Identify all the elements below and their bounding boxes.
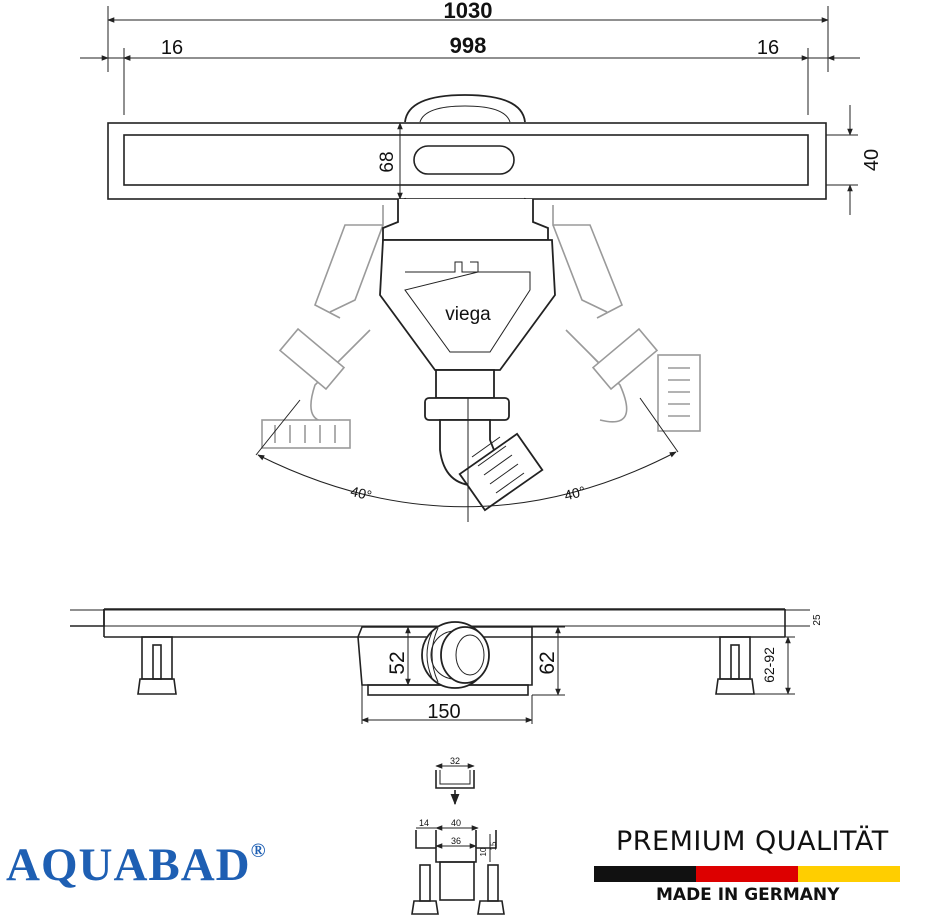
premium-quality-label: PREMIUM QUALITÄT bbox=[616, 826, 889, 857]
dim-channel-length: 998 bbox=[450, 33, 487, 58]
drain-ghost-right bbox=[552, 205, 701, 432]
foot-left bbox=[137, 636, 177, 695]
dim-body-length: 150 bbox=[427, 701, 460, 723]
channel-top-view bbox=[107, 122, 827, 200]
angle-arc bbox=[255, 397, 679, 522]
dim-outlet-height: 52 bbox=[386, 651, 409, 674]
dim-flange-left: 14 bbox=[419, 818, 429, 828]
frame-width-dim bbox=[826, 105, 858, 215]
adjust-height-dim bbox=[754, 636, 795, 695]
dim-left-margin: 16 bbox=[161, 37, 183, 59]
grate-section bbox=[435, 763, 475, 806]
dim-side-depth: 25 bbox=[812, 614, 823, 626]
dim-body-height: 62 bbox=[536, 651, 559, 674]
dim-overall-length: 1030 bbox=[444, 0, 493, 23]
made-in-germany-label: MADE IN GERMANY bbox=[656, 885, 840, 905]
top-dimension-lines bbox=[80, 6, 860, 115]
drain-ghost-left bbox=[261, 205, 384, 449]
body-height-dim bbox=[532, 626, 565, 696]
dim-angle-right: 40° bbox=[563, 483, 587, 504]
logo-text: AQUABAD bbox=[6, 839, 251, 891]
registered-mark: ® bbox=[250, 840, 267, 863]
dim-grate-width: 68 bbox=[377, 151, 398, 172]
body-length-dim bbox=[361, 685, 533, 724]
viega-label: viega bbox=[445, 304, 491, 325]
dim-grate-top: 32 bbox=[450, 756, 460, 766]
dim-right-margin: 16 bbox=[757, 37, 779, 59]
dim-lip-height: 15 bbox=[489, 841, 498, 850]
dim-frame-width: 40 bbox=[861, 149, 883, 171]
dim-inner-width: 36 bbox=[451, 836, 461, 846]
german-flag-bar bbox=[594, 866, 900, 882]
dim-profile-width: 40 bbox=[451, 818, 461, 828]
flag-stripe-gold bbox=[798, 866, 900, 882]
flag-stripe-black bbox=[594, 866, 696, 882]
dim-angle-left: 40° bbox=[349, 483, 373, 504]
dim-adjust-height: 62-92 bbox=[761, 647, 777, 683]
aquabad-logo: AQUABAD® bbox=[6, 838, 267, 892]
flag-stripe-red bbox=[696, 866, 798, 882]
dim-lip-small: 10 bbox=[479, 847, 488, 856]
channel-section bbox=[411, 825, 505, 915]
drain-box-side bbox=[357, 621, 533, 696]
foot-right bbox=[715, 636, 755, 695]
